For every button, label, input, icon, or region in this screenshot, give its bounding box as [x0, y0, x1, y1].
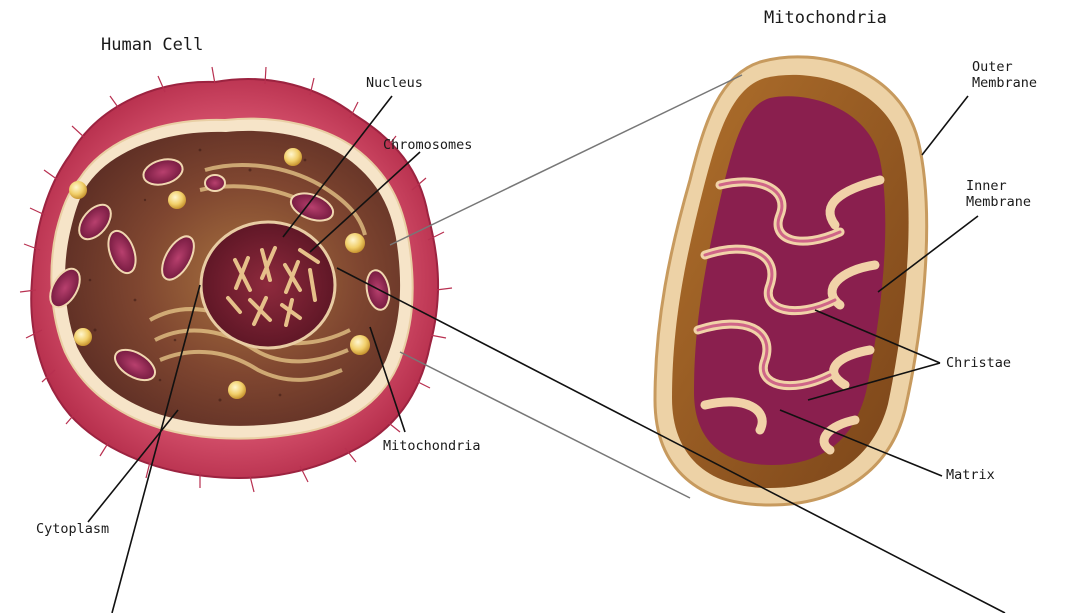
label-chromosomes: Chromosomes [383, 138, 472, 154]
mitochondrion-large [655, 57, 927, 505]
label-mitochondria: Mitochondria [383, 439, 481, 455]
leader-outer-membrane [922, 96, 968, 155]
label-inner-membrane: Inner Membrane [966, 179, 1031, 210]
label-matrix: Matrix [946, 468, 995, 484]
human-cell-title: Human Cell [101, 36, 203, 56]
label-cytoplasm: Cytoplasm [36, 522, 109, 538]
label-cristae: Christae [946, 356, 1011, 372]
label-outer-membrane: Outer Membrane [972, 60, 1037, 91]
human-cell [20, 67, 452, 492]
nucleus [201, 222, 335, 348]
label-nucleus: Nucleus [366, 76, 423, 92]
mitochondria-title: Mitochondria [764, 9, 887, 29]
